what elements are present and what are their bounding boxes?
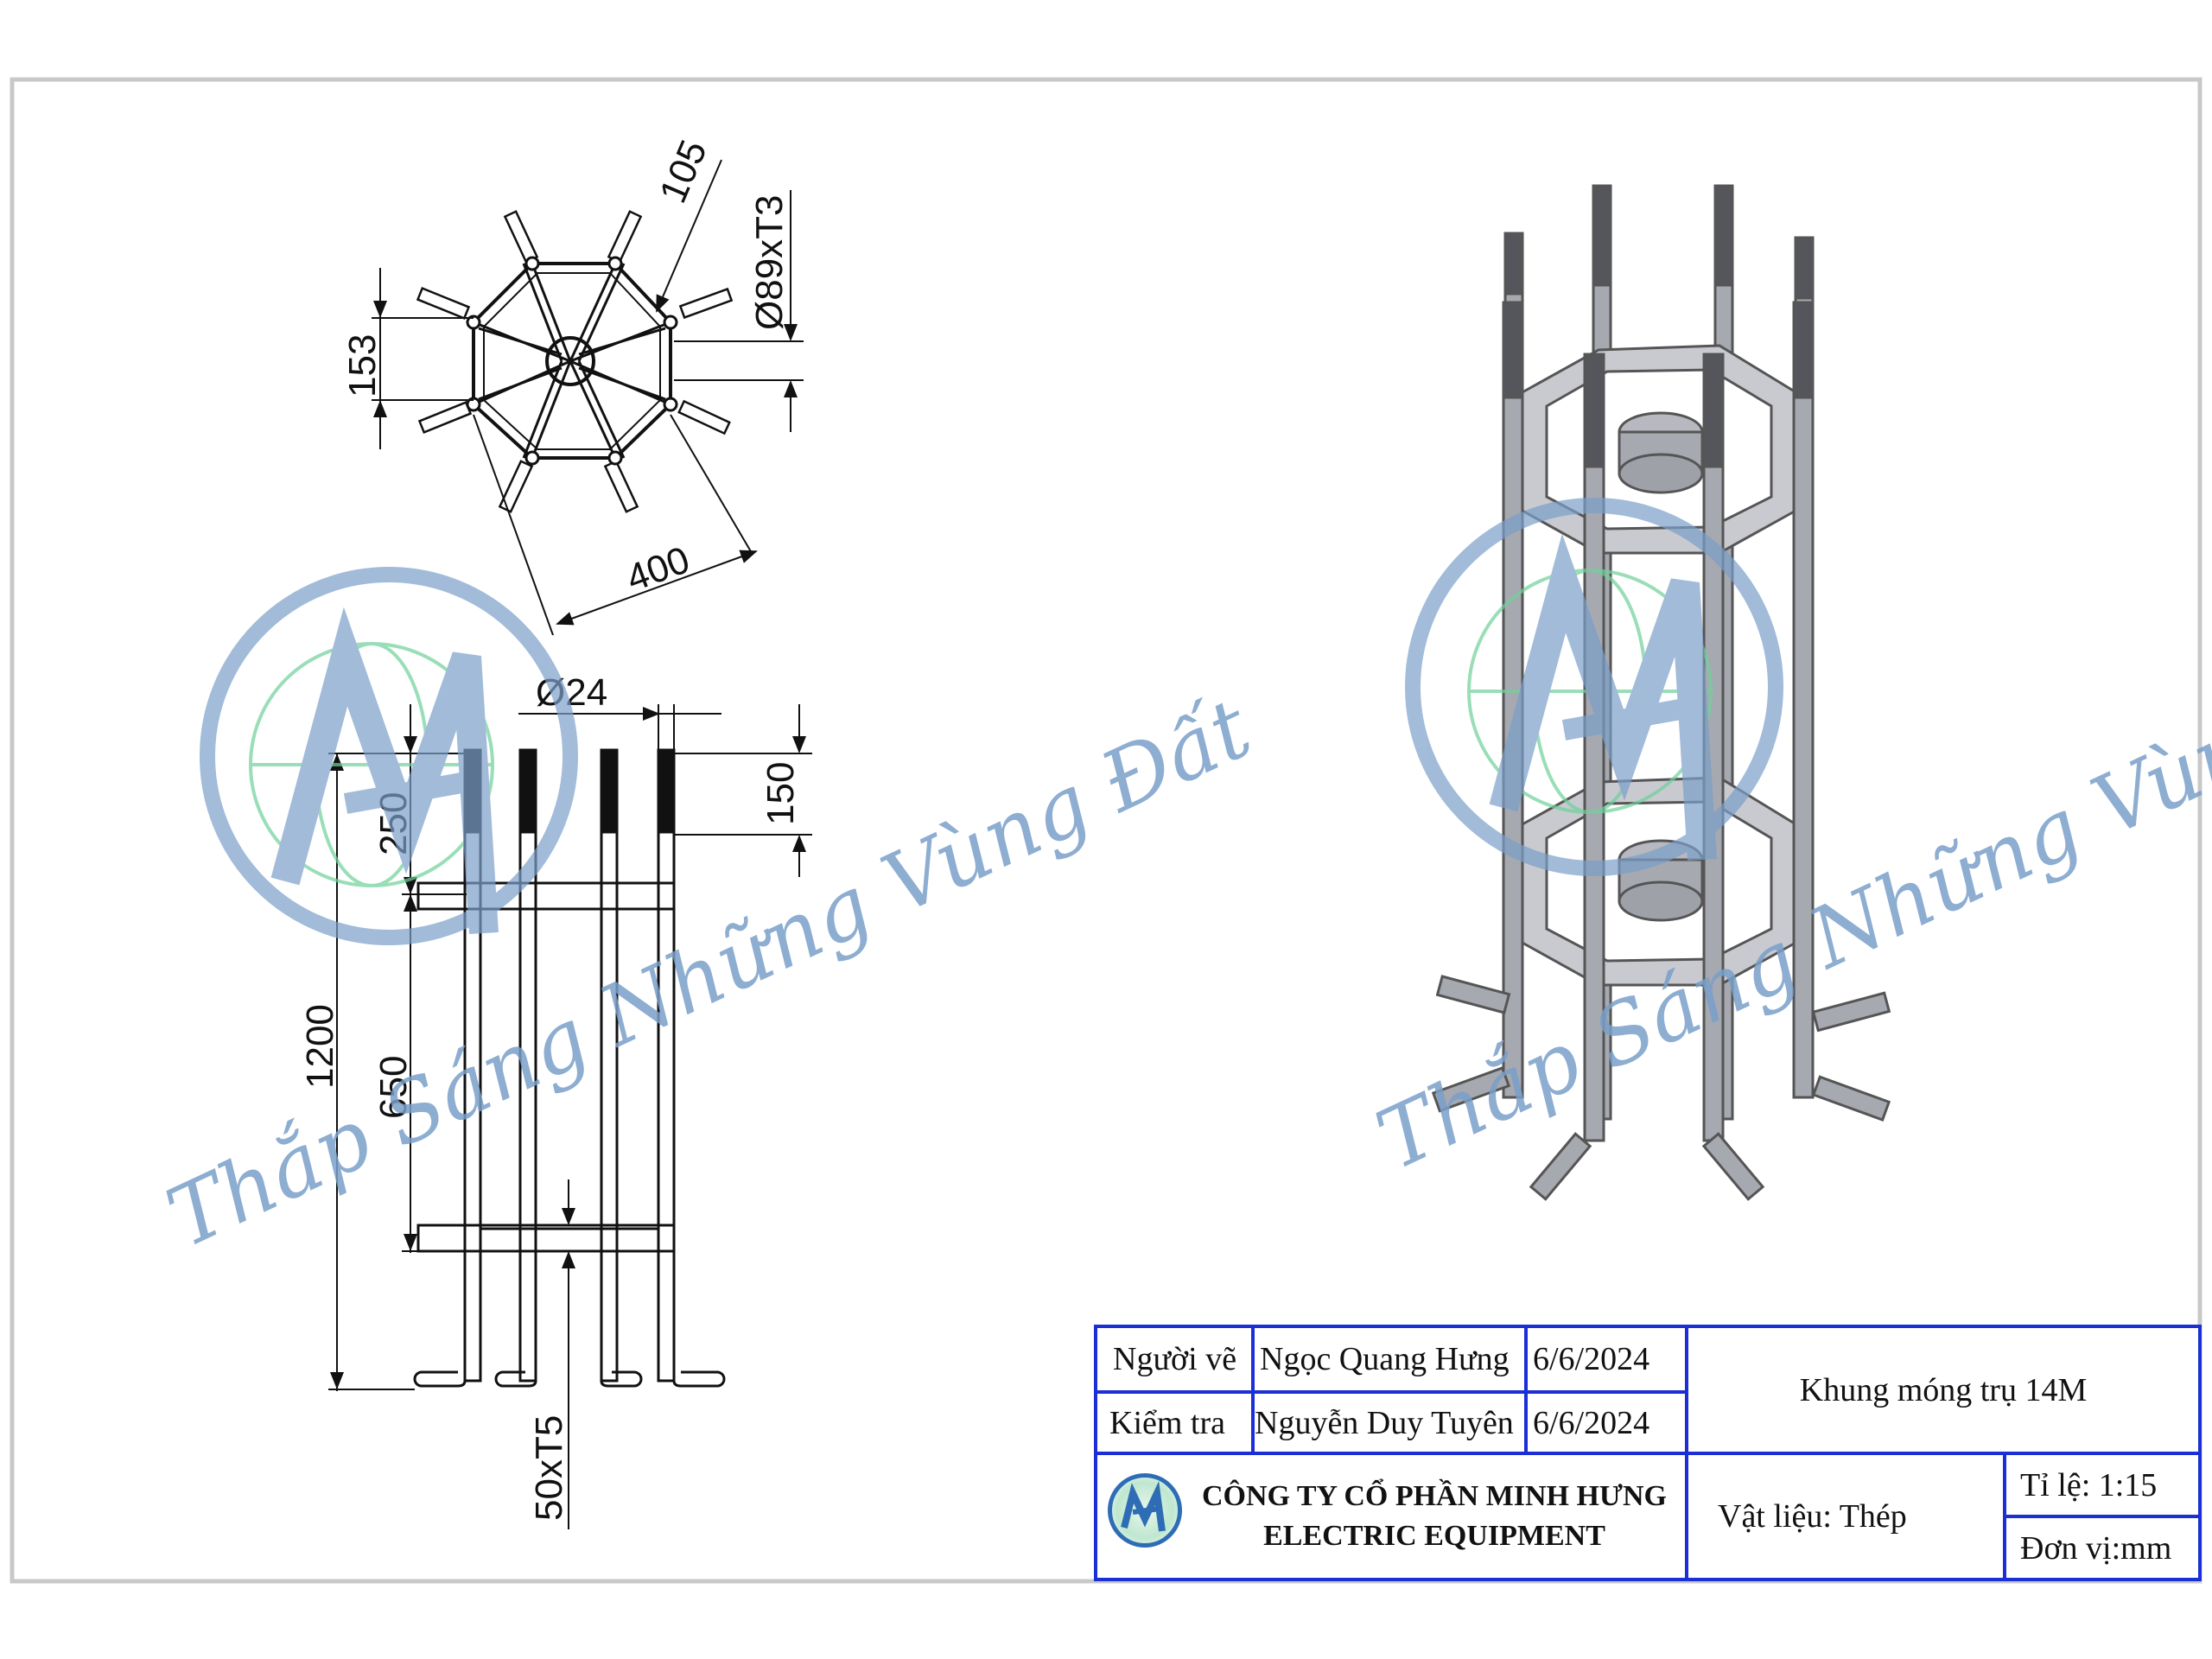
unit: Đơn vị:mm xyxy=(2020,1529,2172,1567)
dim-1200: 1200 xyxy=(299,1004,341,1089)
checked-by-date: 6/6/2024 xyxy=(1533,1405,1650,1441)
dim-150: 150 xyxy=(760,762,802,825)
sheet-border xyxy=(10,77,2202,1584)
material: Vật liệu: Thép xyxy=(1718,1498,1907,1535)
company-logo xyxy=(1108,1473,1182,1548)
dim-650: 650 xyxy=(372,1056,415,1119)
dim-pipe-89: Ø89xT3 xyxy=(748,194,791,330)
scale: Tỉ lệ: 1:15 xyxy=(2020,1466,2158,1503)
company-name: CÔNG TY CỔ PHẦN MINH HƯNG ELECTRIC EQUIP… xyxy=(1184,1455,1685,1578)
company-line-1: CÔNG TY CỔ PHẦN MINH HƯNG xyxy=(1201,1480,1667,1512)
dim-400: 400 xyxy=(621,538,696,600)
watermark-logo-right xyxy=(1405,498,1783,876)
side-view xyxy=(413,748,726,1388)
company-line-2: ELECTRIC EQUIPMENT xyxy=(1263,1520,1605,1552)
title-block: Người vẽ Ngọc Quang Hưng 6/6/2024 Kiểm t… xyxy=(1094,1325,2202,1581)
dim-50x5: 50xT5 xyxy=(528,1415,570,1521)
drawn-by-label: Người vẽ xyxy=(1113,1341,1237,1377)
isometric-view xyxy=(1431,184,1891,1201)
checked-by-label: Kiểm tra xyxy=(1109,1405,1226,1441)
dim-153: 153 xyxy=(341,334,384,397)
drawing-title: Khung móng trụ 14M xyxy=(1799,1371,2088,1408)
checked-by-name: Nguyễn Duy Tuyên xyxy=(1255,1405,1514,1441)
drawn-by-date: 6/6/2024 xyxy=(1533,1341,1650,1377)
top-view xyxy=(416,210,734,513)
watermark-logo-left xyxy=(200,567,578,945)
top-view-dimension-labels: 105 Ø89xT3 153 400 xyxy=(341,134,791,600)
drawn-by-name: Ngọc Quang Hưng xyxy=(1260,1341,1510,1377)
top-view-dimensions xyxy=(372,159,804,636)
